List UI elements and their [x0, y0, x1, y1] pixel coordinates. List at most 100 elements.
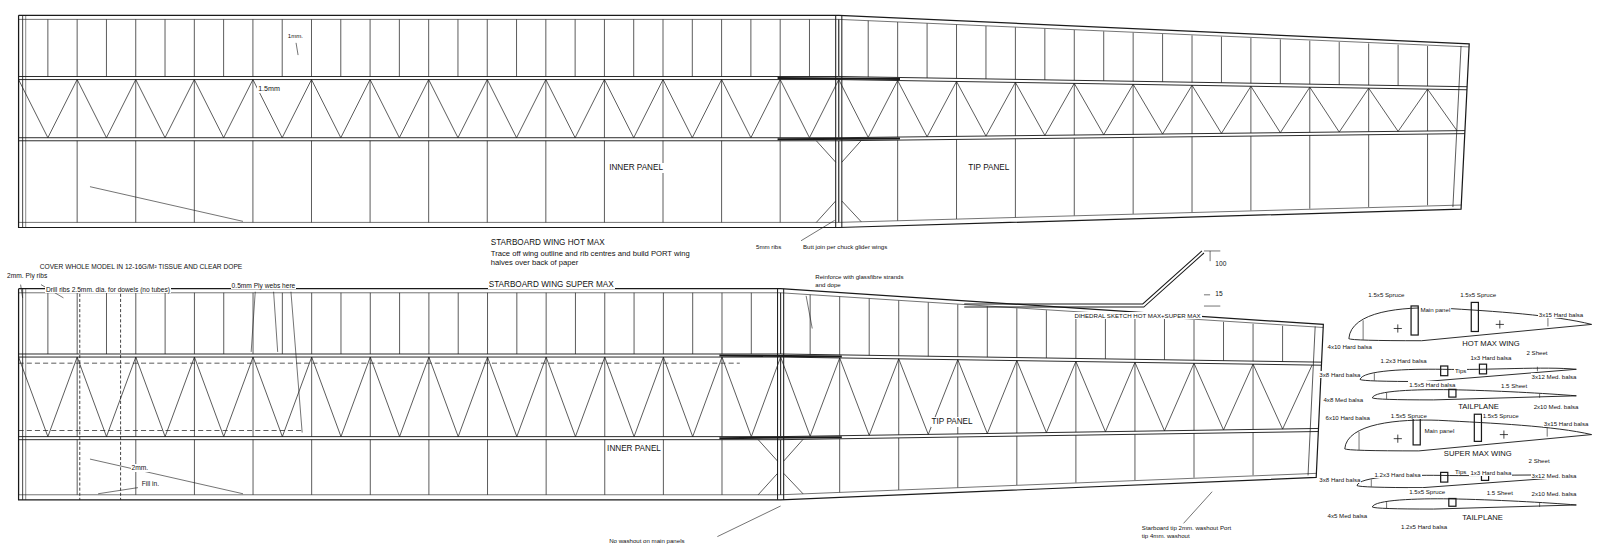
rib [1192, 137, 1193, 212]
rib [135, 141, 136, 223]
rib [898, 438, 899, 490]
rib [1164, 318, 1165, 360]
spar [19, 134, 1465, 141]
plan-note: Tips [1454, 468, 1467, 475]
leader-line [291, 292, 302, 433]
rib [721, 440, 722, 495]
spar [19, 432, 1319, 440]
rib [633, 19, 634, 76]
wing-plan [19, 15, 1470, 227]
spar [19, 354, 1322, 362]
plan-note: 3x15 Hard balsa [1543, 420, 1590, 427]
plan-note: 1.5x5 Spruce [1367, 291, 1405, 298]
plan-note: 1x3 Hard balsa [1469, 354, 1512, 361]
rib [135, 293, 136, 354]
rib [1134, 316, 1135, 359]
diagonal-web [1194, 363, 1224, 430]
rib [604, 293, 605, 354]
rib [780, 141, 781, 223]
rib [721, 357, 722, 437]
rib [370, 19, 371, 76]
dimension-tick [1204, 250, 1220, 251]
diagonal-web [663, 80, 692, 138]
diagonal-web [575, 357, 604, 437]
plan-note: Main panel [1419, 306, 1451, 313]
plan-note: 1.2x3 Hard balsa [1380, 357, 1428, 364]
te-stock [1547, 427, 1548, 436]
plan-note: Drill ribs 2.5mm. dia. for dowels (no tu… [45, 286, 171, 294]
rib [77, 440, 78, 495]
rib [809, 19, 810, 76]
diagonal-web [165, 80, 194, 138]
root-rib [25, 289, 26, 500]
plan-note: 1.5x5 Spruce [1408, 488, 1446, 495]
diagonal-web [1133, 84, 1162, 134]
plan-note: 2mm. [131, 464, 150, 472]
rib [106, 19, 107, 76]
diagonal-web [927, 81, 956, 136]
plus-mark [1397, 435, 1398, 443]
rib [575, 19, 576, 76]
diagonal-web [1105, 362, 1135, 431]
plan-note: 1mm. [287, 32, 304, 39]
rib [1016, 308, 1017, 357]
plus-mark [1499, 320, 1500, 328]
rib [838, 141, 839, 223]
rib [1015, 27, 1016, 79]
dihedral-line [964, 251, 1202, 304]
rib [1075, 361, 1076, 432]
rib [1194, 320, 1195, 360]
rib [751, 293, 752, 354]
diagonal-web [1224, 364, 1254, 430]
plan-note: 1.5mm [257, 85, 281, 93]
diagonal-web [840, 358, 870, 435]
plan-note: TIP PANEL [967, 163, 1010, 172]
rib [487, 357, 488, 437]
rib [663, 293, 664, 354]
plan-note: 0.5mm Ply webs here [231, 282, 297, 290]
diagonal-web [546, 357, 575, 437]
diagonal-web [106, 80, 135, 138]
gusset [758, 473, 777, 494]
trailing-edge [19, 473, 1317, 494]
diagonal-web [370, 357, 399, 437]
rib [428, 19, 429, 76]
rib [985, 26, 986, 79]
rib [252, 19, 253, 76]
rib-section [1349, 302, 1592, 340]
plan-note: 1.5 Sheet [1500, 382, 1528, 389]
diagonal-web [429, 357, 458, 437]
diagonal-web [751, 357, 780, 437]
rib [839, 439, 840, 493]
wing-plan [19, 289, 1324, 500]
spar-section [1471, 302, 1478, 331]
rib [18, 141, 19, 223]
rib [721, 293, 722, 354]
plan-note: INNER PANEL [608, 163, 664, 172]
plan-note: 4x10 Hard balsa [1327, 343, 1374, 350]
diagonal-web [810, 358, 840, 436]
diagonal-web [634, 80, 663, 138]
rib [1133, 137, 1134, 213]
rib [1194, 433, 1195, 477]
rib [370, 293, 371, 354]
plan-note: 1.5x5 Spruce [1390, 412, 1428, 419]
rib [957, 437, 958, 487]
rib [487, 141, 488, 223]
rib [165, 293, 166, 354]
plan-note: 3x12 Med. balsa [1531, 472, 1578, 479]
rib [634, 293, 635, 354]
rib [604, 357, 605, 437]
rib [838, 141, 839, 223]
rib [194, 19, 195, 76]
ply-rib [120, 289, 121, 500]
rib [897, 81, 898, 138]
spar-section [1449, 498, 1456, 506]
diagonal-web [987, 361, 1017, 434]
rib [956, 25, 957, 79]
plan-note: 2 Sheet [1526, 349, 1549, 356]
rib [399, 19, 400, 76]
rib [1134, 362, 1135, 431]
plan-note: TIP PANEL [931, 417, 974, 426]
